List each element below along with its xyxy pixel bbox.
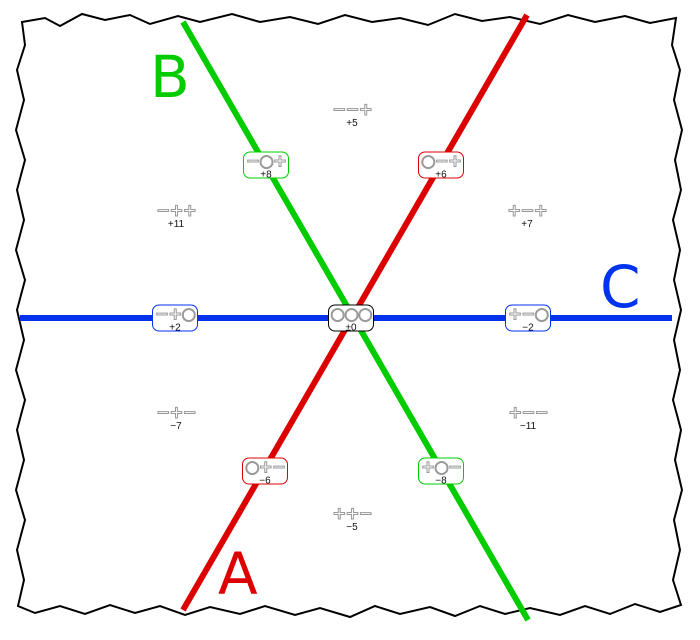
tag-symbols: −+○	[154, 304, 196, 325]
region-value: +7	[521, 219, 533, 230]
tag-symbols: +○−	[420, 457, 462, 478]
tag-value: −8	[435, 475, 447, 487]
region-value: −5	[346, 522, 358, 533]
region-label: +−−−11	[488, 403, 568, 433]
region-label: −+−−7	[136, 403, 216, 433]
tag-value: +6	[435, 169, 447, 181]
tag-value: ±0	[345, 322, 357, 334]
region-value: +5	[346, 118, 358, 129]
region-label: ++−−5	[312, 504, 392, 534]
region-label: −+++11	[136, 201, 216, 231]
tag-symbols: ○+−	[244, 457, 286, 478]
region-value: −7	[170, 421, 182, 432]
axis-b-label: B	[150, 43, 190, 111]
tag-symbols: +−○	[507, 304, 549, 325]
axis-tag: −+○+2	[152, 304, 198, 334]
axis-tag: −○++8	[243, 151, 289, 181]
axis-a-label: A	[218, 540, 258, 608]
tag-symbols: ○○○	[330, 304, 374, 325]
axis-tag: ○+−−6	[242, 457, 288, 487]
tag-value: −6	[259, 475, 271, 487]
tag-value: +8	[260, 169, 272, 181]
region-symbols: −−+	[332, 100, 374, 120]
axis-tag: +−○−2	[505, 304, 551, 334]
axis-tag: +○−−8	[418, 457, 464, 487]
region-symbols: ++−	[332, 504, 374, 524]
tag-symbols: ○−+	[420, 151, 462, 172]
axis-c-label: C	[600, 253, 641, 321]
tag-symbols: −○+	[245, 151, 287, 172]
region-value: +11	[167, 219, 185, 230]
region-symbols: −+−	[156, 403, 198, 423]
tag-value: +2	[169, 322, 181, 334]
region-value: −11	[519, 421, 537, 432]
tag-value: −2	[522, 322, 534, 334]
center-tag: ○○○±0	[328, 304, 374, 334]
region-symbols: −++	[156, 201, 198, 221]
axis-tag: ○−++6	[418, 151, 464, 181]
region-symbols: +−−	[508, 403, 550, 423]
region-label: −−++5	[312, 100, 392, 130]
region-symbols: +−+	[507, 201, 549, 221]
region-label: +−++7	[487, 201, 567, 231]
